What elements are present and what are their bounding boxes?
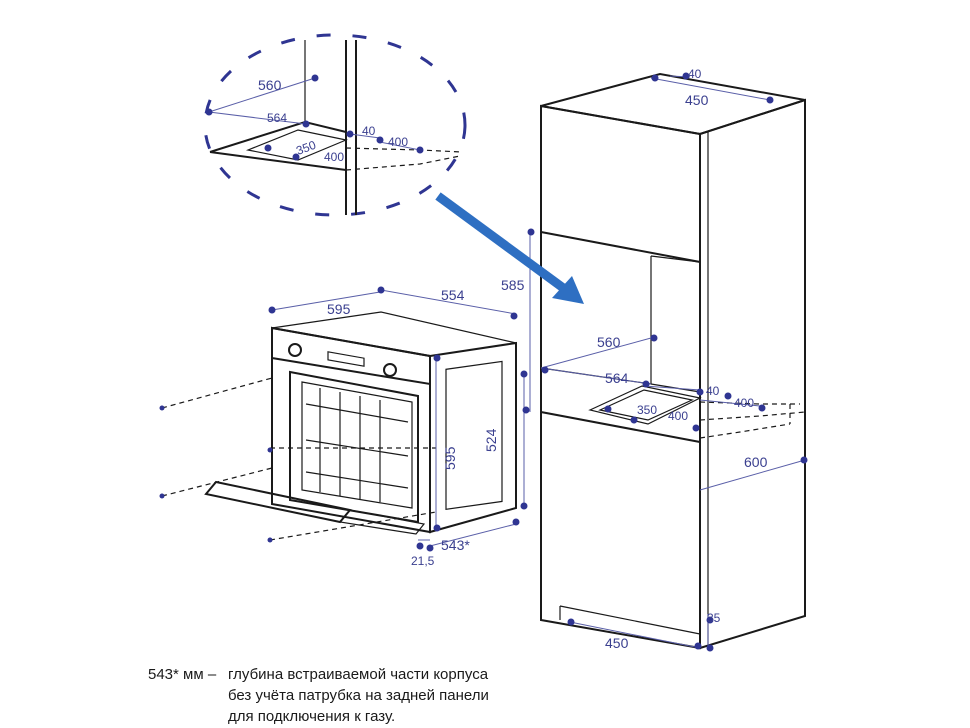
zoom-arrow [435, 192, 584, 304]
cabinet-bottom-width-label: 450 [605, 635, 629, 651]
oven-drawing [161, 289, 525, 547]
cabinet-top-depth-label: 40 [688, 67, 702, 81]
cabinet-niche-height-label: 585 [501, 277, 525, 293]
oven-inner-height-label: 524 [483, 428, 499, 452]
cabinet-total-depth-label: 600 [744, 454, 768, 470]
footnote-line-2: без учёта патрубка на задней панели [228, 687, 489, 704]
detail-niche-depth-label: 560 [258, 77, 282, 93]
cabinet-top-width-label: 450 [685, 92, 709, 108]
footnote: 543* мм – глубина встраиваемой части кор… [148, 664, 588, 728]
cabinet-vent-depth-label: 40 [706, 384, 720, 398]
cabinet-niche-depth-label: 560 [597, 334, 621, 350]
oven-front-offset-label: 21,5 [411, 554, 435, 568]
footnote-line-3: для подключения к газу. [228, 708, 396, 725]
cabinet-plinth-height-label: 35 [707, 611, 721, 625]
cabinet-drawing [529, 72, 806, 650]
cabinet-vent-width-label: 400 [734, 396, 754, 410]
detail-vent-depth-label: 40 [362, 124, 376, 138]
detail-cutout-depth-label: 350 [294, 138, 318, 158]
detail-vent-width-label: 400 [388, 135, 408, 149]
zoom-detail-drawing [203, 33, 467, 217]
cabinet-cutout-depth-label: 350 [637, 403, 657, 417]
detail-cutout-width-label: 400 [324, 150, 344, 164]
oven-width-label: 595 [327, 301, 351, 317]
cabinet-cutout-width-label: 400 [668, 409, 688, 423]
cabinet-niche-width-label: 564 [605, 370, 629, 386]
oven-height-label: 595 [442, 446, 458, 470]
detail-niche-width-label: 564 [267, 111, 287, 125]
oven-depth-top-label: 554 [441, 287, 465, 303]
dimension-markers [159, 72, 808, 652]
oven-depth-bottom-label: 543* [441, 537, 470, 553]
footnote-line-1: глубина встраиваемой части корпуса [228, 666, 489, 683]
footnote-key: 543* мм – [148, 666, 217, 683]
